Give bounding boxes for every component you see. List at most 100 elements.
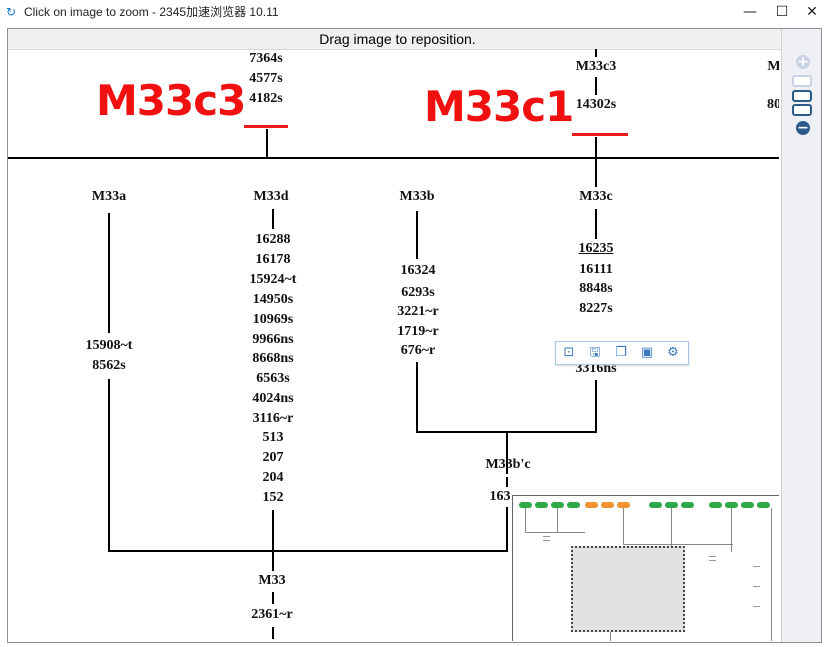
node-partial-value: 80: [767, 97, 779, 112]
minimap-node: [665, 502, 678, 508]
connector-line: [595, 49, 597, 57]
top-left-value-1: 7364s: [249, 51, 283, 66]
node-m33b-value-2: 6293s: [401, 285, 435, 300]
minimap[interactable]: ⤡: [512, 495, 779, 641]
callout-underline-right: [572, 133, 628, 136]
node-m33c-value-3: 8848s: [579, 281, 613, 296]
node-m33a-value-2: 8562s: [92, 358, 126, 373]
node-m33b-value-1: 16324: [400, 263, 436, 278]
node-m33d-value-5: 10969s: [252, 312, 294, 327]
node-m33b-label: M33b: [399, 189, 435, 204]
top-left-value-3: 4182s: [249, 91, 283, 106]
connector-line: [595, 209, 597, 239]
connector-line: [506, 432, 508, 474]
node-m33-label: M33: [258, 573, 286, 588]
connector-line: [272, 209, 274, 229]
copy-icon[interactable]: ❐: [615, 345, 627, 360]
node-m33d-value-3: 15924~t: [249, 272, 297, 287]
connector-line: [272, 627, 274, 639]
zoom-level-step-active[interactable]: [792, 90, 812, 102]
node-m33d-value-4: 14950s: [252, 292, 294, 307]
node-m33d-value-12: 207: [262, 450, 284, 465]
minimap-node: [601, 502, 614, 508]
minimap-node: [535, 502, 548, 508]
connector-line: [595, 77, 597, 95]
minimap-node: [709, 502, 722, 508]
minimap-viewport-frame[interactable]: [571, 546, 685, 632]
node-m33c-value-2: 16111: [579, 262, 613, 277]
minimap-node: [585, 502, 598, 508]
browser-logo-icon: ↻: [6, 5, 17, 19]
connector-line: [595, 159, 597, 187]
node-partial-label: M: [767, 59, 779, 75]
node-m33b-value-4: 1719~r: [397, 324, 439, 339]
minimap-node: [551, 502, 564, 508]
node-m33d-value-7: 8668ns: [252, 351, 294, 366]
node-m33d-value-2: 16178: [255, 252, 291, 267]
node-m33a-label: M33a: [91, 189, 127, 204]
minimap-node: [617, 502, 630, 508]
connector-line: [272, 510, 274, 551]
node-m33bc-value-1: 163: [489, 489, 511, 504]
drag-hint: Drag image to reposition.: [8, 29, 787, 50]
connector-line: [506, 507, 508, 551]
connector-line: [266, 129, 268, 157]
node-m33a-value-1: 15908~t: [85, 338, 133, 353]
node-m33-value: 2361~r: [251, 607, 293, 622]
zoom-out-icon[interactable]: −: [796, 120, 810, 136]
settings-icon[interactable]: ⚙: [667, 345, 679, 360]
node-m33d-value-13: 204: [262, 470, 284, 485]
node-m33b-value-5: 676~r: [400, 343, 436, 358]
minimap-node: [681, 502, 694, 508]
image-viewer[interactable]: Drag image to reposition. M33c3 M33c1 73…: [7, 28, 822, 643]
node-m33c-label: M33c: [579, 189, 613, 204]
window-titlebar: ↻ Click on image to zoom - 2345加速浏览器 10.…: [0, 0, 828, 24]
callout-underline-left: [244, 125, 288, 128]
maximize-button[interactable]: ☐: [775, 4, 789, 20]
save-icon[interactable]: 🖫: [589, 345, 601, 360]
node-m33d-value-11: 513: [262, 430, 284, 445]
connector-line: [416, 362, 418, 432]
minimap-node: [519, 502, 532, 508]
connector-line: [595, 137, 597, 157]
node-m33d-value-6: 9966ns: [252, 332, 294, 347]
node-m33d-label: M33d: [253, 189, 289, 204]
callout-label-left: M33c3: [96, 76, 246, 125]
node-m33d-value-10: 3116~r: [252, 411, 294, 426]
minimap-node: [741, 502, 754, 508]
minimap-node: [725, 502, 738, 508]
zoom-bar: + −: [781, 29, 821, 642]
node-m33d-value-8: 6563s: [256, 371, 290, 386]
connector-line: [108, 379, 110, 551]
minimize-button[interactable]: —: [743, 4, 757, 20]
image-toolbar: ⊡ 🖫 ❐ ▣ ⚙: [555, 341, 689, 365]
image-canvas[interactable]: M33c3 M33c1 7364s 4577s 4182s M33c3 1430…: [8, 49, 779, 641]
tree-horizontal-line: [8, 157, 779, 159]
node-m33c-value-1: 16235: [578, 241, 614, 256]
zoom-level-step[interactable]: [792, 75, 812, 87]
node-m33d-value-9: 4024ns: [252, 391, 294, 406]
node-m33c3-label: M33c3: [575, 59, 617, 74]
connector-line: [416, 211, 418, 259]
node-m33d-value-1: 16288: [255, 232, 291, 247]
close-button[interactable]: ✕: [806, 4, 818, 20]
image-search-icon[interactable]: ⊡: [563, 345, 575, 360]
connector-line: [506, 477, 508, 487]
connector-line: [272, 551, 274, 571]
minimap-node: [567, 502, 580, 508]
callout-label-right: M33c1: [424, 82, 574, 131]
top-left-value-2: 4577s: [249, 71, 283, 86]
minimap-node: [757, 502, 770, 508]
connector-line: [108, 213, 110, 333]
connector-line: [595, 380, 597, 432]
node-m33b-value-3: 3221~r: [397, 304, 439, 319]
node-m33bc-label: M33b'c: [485, 457, 531, 472]
window-title: Click on image to zoom - 2345加速浏览器 10.11: [24, 5, 279, 19]
connector-line: [272, 592, 274, 604]
zoom-level-step-active[interactable]: [792, 104, 812, 116]
edit-image-icon[interactable]: ▣: [640, 345, 654, 360]
zoom-in-icon[interactable]: +: [796, 54, 810, 70]
node-m33c3-value: 14302s: [575, 97, 617, 112]
node-m33d-value-14: 152: [262, 490, 284, 505]
tree-horizontal-line-bottom: [108, 550, 508, 552]
